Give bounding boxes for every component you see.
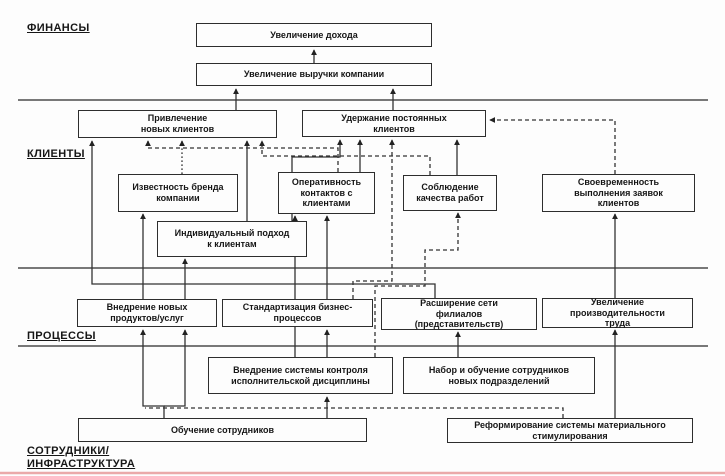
node-income: Увеличение дохода xyxy=(196,23,432,47)
node-standard: Стандартизация бизнес- процессов xyxy=(222,299,373,327)
node-newprod: Внедрение новых продуктов/услуг xyxy=(77,299,217,327)
edge-prompt-attract xyxy=(145,140,339,172)
node-prompt: Оперативность контактов с клиентами xyxy=(278,172,375,214)
edge-lines xyxy=(89,49,618,418)
edge-quality-attract xyxy=(259,140,431,175)
node-recruit: Набор и обучение сотрудников новых подра… xyxy=(403,357,595,394)
edge-incentive-training-bus xyxy=(145,407,564,418)
node-productivity: Увеличение производительности труда xyxy=(542,297,693,328)
band-label-processes: ПРОЦЕССЫ xyxy=(27,330,96,342)
band-label-staff: СОТРУДНИКИ/ ИНФРАСТРУКТУРА xyxy=(27,445,136,470)
node-quality: Соблюдение качества работ xyxy=(403,175,497,211)
node-control: Внедрение системы контроля исполнительск… xyxy=(208,357,393,394)
node-incentive: Реформирование системы материального сти… xyxy=(447,418,693,443)
edge-training-newprod xyxy=(164,329,188,407)
edge-training-newprod xyxy=(140,329,165,418)
node-attract: Привлечение новых клиентов xyxy=(78,110,277,138)
edge-timely-retain xyxy=(489,117,616,174)
node-retain: Удержание постоянных клиентов xyxy=(302,110,486,137)
node-revenue: Увеличение выручки компании xyxy=(196,63,432,86)
band-label-clients: КЛИЕНТЫ xyxy=(27,148,85,160)
node-individual: Индивидуальный подход к клиентам xyxy=(157,221,307,257)
band-divider-lines xyxy=(0,99,725,475)
edge-control-quality xyxy=(374,212,461,357)
edge-branch-attract xyxy=(89,140,436,298)
band-label-finance: ФИНАНСЫ xyxy=(27,22,90,34)
node-training: Обучение сотрудников xyxy=(78,418,367,442)
node-timely: Своевременность выполнения заявок клиент… xyxy=(542,174,695,212)
edge-standard-retain xyxy=(352,139,395,299)
node-brand: Известность бренда компании xyxy=(118,174,238,212)
node-branch: Расширение сети филиалов (представительс… xyxy=(381,298,537,330)
